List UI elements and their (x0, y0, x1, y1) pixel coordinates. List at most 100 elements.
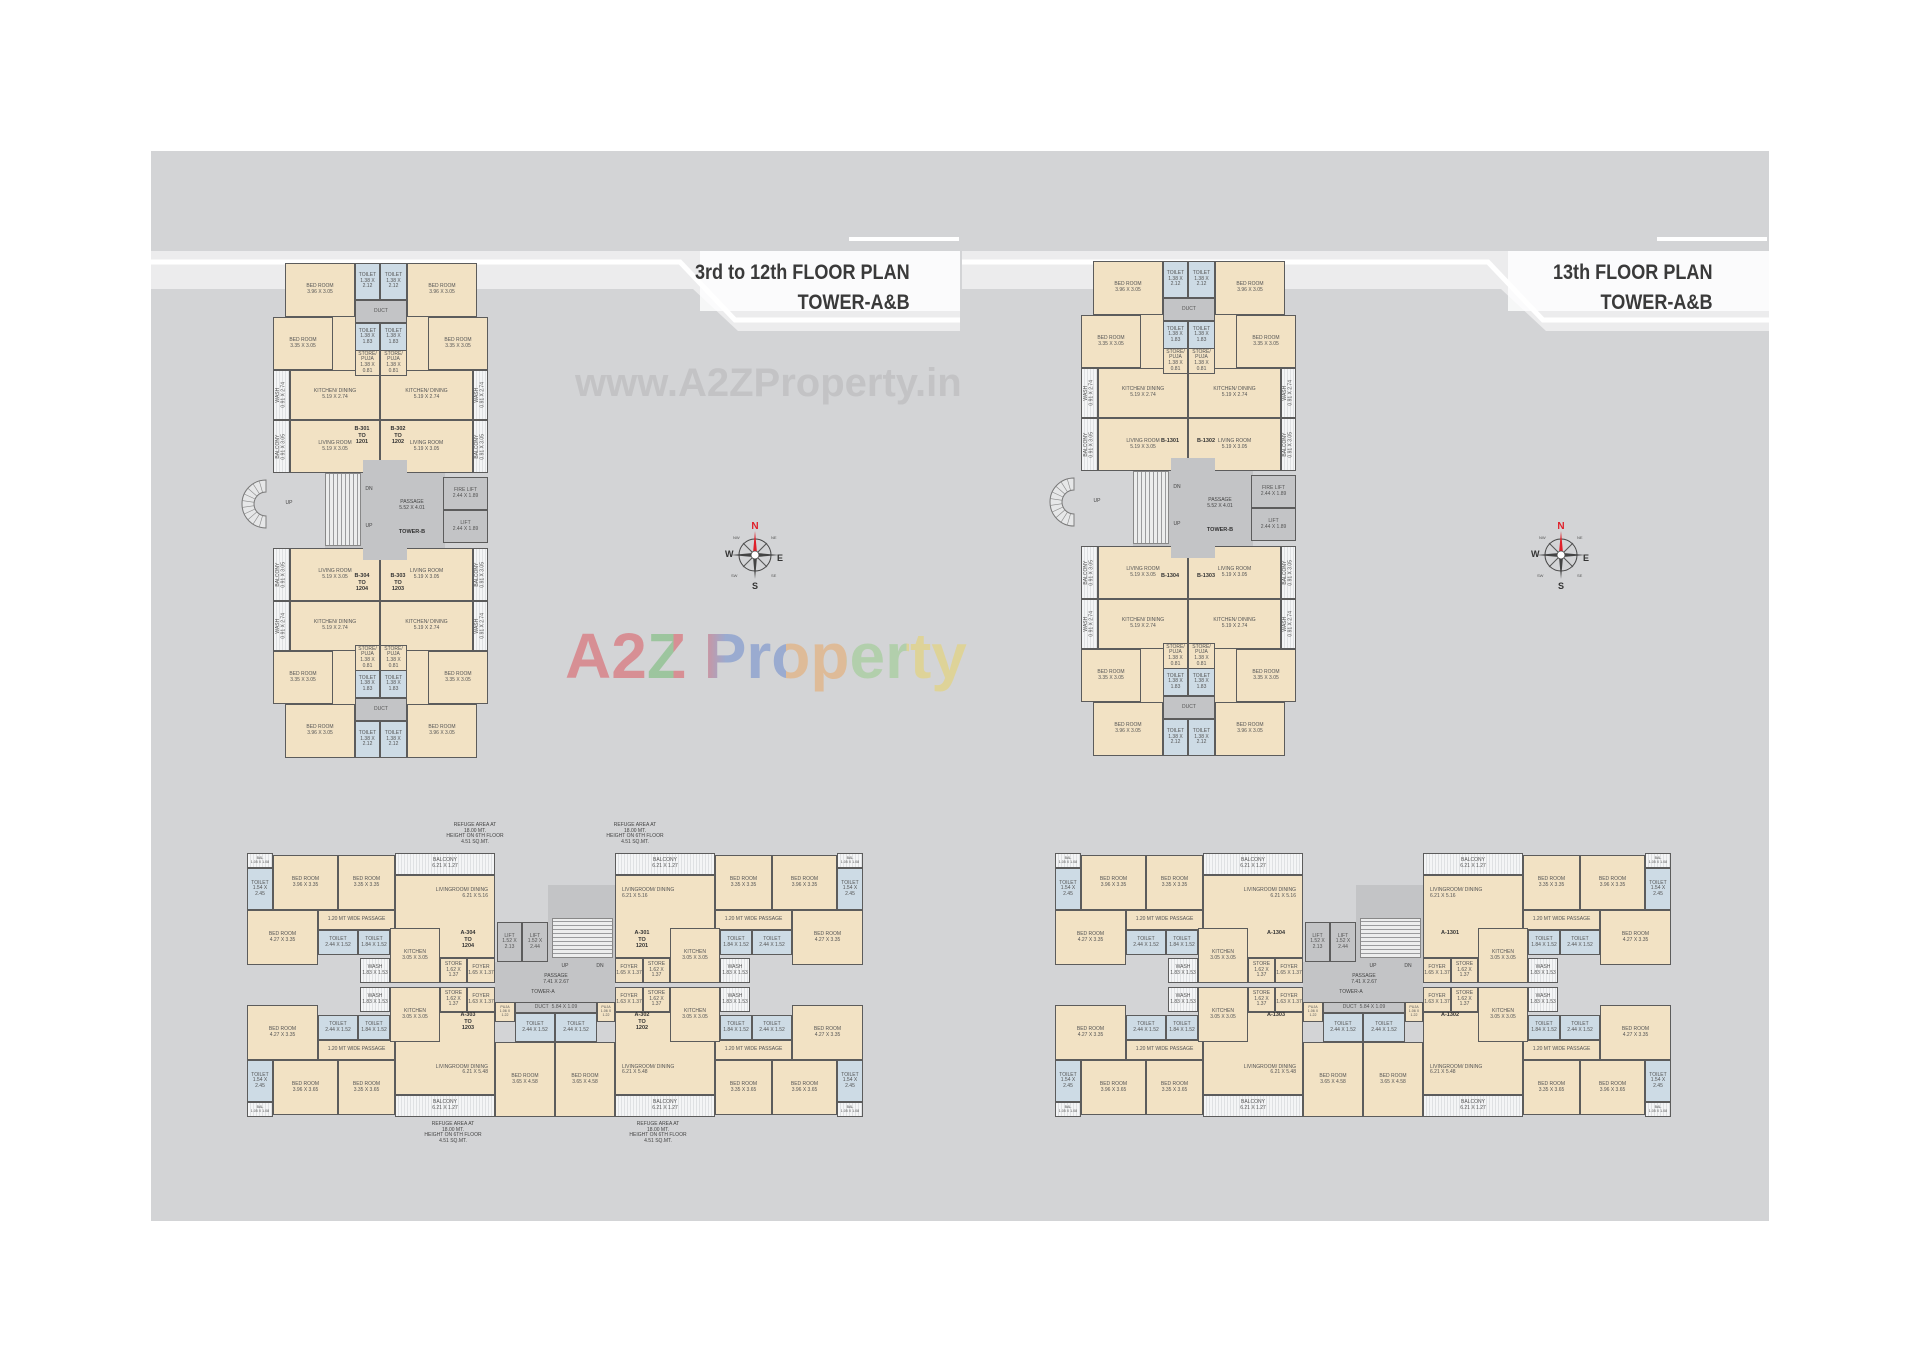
room-bed-room-dimensions: 3.96 X 3.05 (1237, 287, 1263, 293)
room-wash-dimensions: 0.91 X 2.74 (479, 382, 486, 408)
room-bal-dimensions: 1.05 X 1.08 (1058, 859, 1078, 864)
room-bed-room-label: BED ROOM (813, 930, 842, 937)
room-bal-dimensions: 1.05 X 1.08 (840, 1108, 860, 1113)
tower-a-passage (495, 962, 615, 1002)
room-toilet-label: TOILET (1137, 935, 1155, 942)
room-balcony-dimensions: 0.91 X 3.05 (1287, 431, 1294, 458)
room-toilet-dimensions: 1.84 X 1.52 (1169, 1026, 1195, 1033)
room-balcony-label: BALCONY (1241, 1099, 1265, 1106)
room-bed-room-label: BED ROOM (444, 670, 472, 677)
room-bed-room-dimensions: 3.65 X 4.58 (1320, 1078, 1346, 1085)
room-wash-dimensions: 1.83 X 1.53 (362, 969, 388, 976)
room-bed-room-label: BED ROOM (352, 1080, 381, 1087)
room-bed-room-label: BED ROOM (790, 875, 819, 882)
room-lift-label: LIFT (1337, 932, 1349, 939)
room-bed-room-dimensions: 4.27 X 3.35 (814, 936, 841, 943)
room-bed-room-label: BED ROOM (1236, 281, 1264, 288)
room-puja-label: PUJA (500, 1005, 510, 1010)
room-bed-room-dimensions: 4.27 X 3.35 (814, 1031, 841, 1038)
room-balcony-dimensions: 6.21 X 1.27 (1460, 1105, 1486, 1111)
room-toilet-dimensions: 1.54 X 2.45 (1650, 1077, 1666, 1089)
room-toilet-dimensions: 1.84 X 1.52 (1531, 941, 1557, 948)
room-foyer-label: FOYER (620, 963, 638, 970)
stair-down-label: DN (596, 963, 604, 969)
passage-label: PASSAGE (400, 499, 424, 505)
room-bed-room-label: BED ROOM (1537, 875, 1566, 882)
room-duct-dimensions: 5.84 X 1.09 (551, 1003, 578, 1010)
room-wash-dimensions: 1.83 X 1.53 (362, 998, 388, 1005)
room-bed-room-dimensions: 4.27 X 3.35 (1077, 936, 1104, 943)
unit-number: A-304 TO 1204 (460, 930, 476, 949)
compass-south-label: S (752, 581, 758, 591)
room-toilet-dimensions: 1.84 X 1.52 (723, 1026, 749, 1033)
room-bed-room-label: BED ROOM (1252, 668, 1280, 675)
room-puja-label: PUJA (1409, 1005, 1419, 1010)
room-balcony-dimensions: 6.21 X 1.27 (432, 1105, 458, 1111)
room-bed-room-label: BED ROOM (1252, 334, 1280, 341)
room-foyer-dimensions: 1.63 X 1.37 (616, 998, 642, 1005)
unit-number: B-303 TO 1203 (390, 573, 406, 592)
compass-north-label: N (1557, 521, 1564, 532)
room-toilet-label: TOILET (1192, 270, 1211, 277)
room-toilet-dimensions: 2.44 X 1.52 (1133, 1026, 1159, 1033)
room-toilet-dimensions: 1.38 X 1.83 (1194, 331, 1209, 343)
floor-area (407, 651, 428, 704)
room-bed-room-label: BED ROOM (1621, 930, 1650, 937)
room-balcony-label: BALCONY (1461, 857, 1485, 864)
tower-label: TOWER-B (1206, 527, 1234, 533)
spiral-staircase (1049, 477, 1075, 527)
room-bed-room-label: BED ROOM (1379, 1072, 1407, 1079)
lift-dimensions: 2.44 X 1.89 (452, 525, 479, 532)
room-balcony-dimensions: 6.21 X 1.27 (432, 863, 458, 869)
room-kitchen-label: KITCHEN (1212, 948, 1234, 955)
room-livingroom-dining-label: LIVINGROOM/ DINING (1243, 887, 1296, 893)
compass-sw-label: SW (731, 573, 738, 578)
room-bed-room-label: BED ROOM (1537, 1080, 1566, 1087)
room-toilet-label: TOILET (1649, 879, 1667, 886)
room-kitchen-dimensions: 3.05 X 3.05 (1490, 954, 1516, 961)
room-bal-label: BAL (1654, 855, 1662, 860)
room-puja-label: PUJA (601, 1005, 611, 1010)
room-foyer-dimensions: 1.65 X 1.37 (616, 969, 642, 976)
room-kitchen-label: KITCHEN (684, 948, 706, 955)
room-balcony-dimensions: 0.91 X 3.05 (280, 433, 287, 460)
room-kitchen-dining-dimensions: 5.19 X 2.74 (1221, 623, 1248, 629)
refuge-area-note: REFUGE AREA AT 18.00 MT. HEIGHT ON 6TH F… (424, 1121, 482, 1144)
room-livingroom-dining-label: LIVINGROOM/ DINING (622, 1063, 675, 1070)
compass-se-label: SE (1577, 573, 1583, 578)
room-kitchen-dimensions: 3.05 X 3.05 (682, 1013, 708, 1020)
unit-number: A-1302 (1440, 1012, 1460, 1018)
room-livingroom-dining-label: LIVINGROOM/ DINING (1430, 1063, 1483, 1070)
room-livingroom-dining-dimensions: 6.21 X 5.16 (1270, 892, 1296, 899)
floor-area (407, 317, 428, 370)
room-bed-room-label: BED ROOM (444, 336, 472, 343)
room-living-room-label: LIVING ROOM (1217, 437, 1252, 444)
room-bed-room-dimensions: 4.27 X 3.35 (1077, 1031, 1104, 1038)
room-toilet-label: TOILET (1571, 1020, 1589, 1027)
